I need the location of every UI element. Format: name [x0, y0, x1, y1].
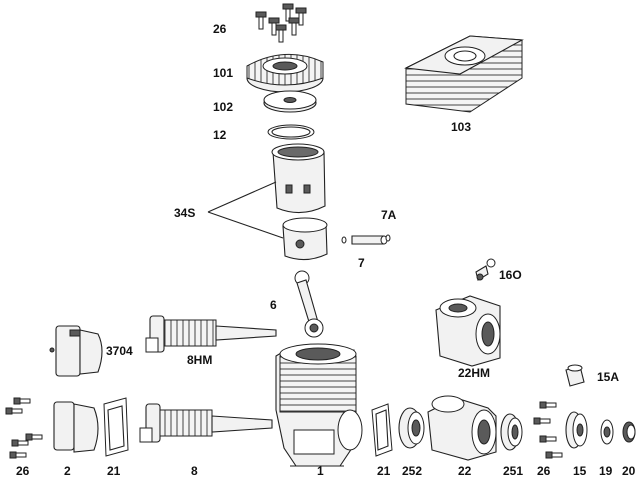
- washer-19: [600, 419, 614, 445]
- gasket-21-right: [371, 403, 393, 457]
- bearing-252: [398, 407, 425, 449]
- label-6: 6: [270, 298, 277, 312]
- label-20: 20: [622, 464, 636, 478]
- cylinder-head-101: [246, 53, 324, 93]
- housing-22hm: [435, 295, 501, 367]
- piston: [282, 217, 328, 261]
- label-15a: 15A: [597, 370, 620, 384]
- label-2: 2: [64, 464, 71, 478]
- crankcase-1: [275, 343, 363, 467]
- label-102: 102: [213, 100, 234, 114]
- label-252: 252: [402, 464, 423, 478]
- wrist-pin-7: [341, 234, 391, 245]
- label-16o: 16O: [499, 268, 522, 282]
- crankshaft-8: [139, 403, 273, 443]
- head-screws: [255, 3, 307, 43]
- head-insert-102: [263, 90, 317, 113]
- label-12: 12: [213, 128, 227, 142]
- bottom-screws-26-right: [533, 401, 563, 459]
- label-21-right: 21: [377, 464, 391, 478]
- fitting-16o: [475, 258, 496, 281]
- label-7a: 7A: [381, 208, 397, 222]
- bearing-251: [500, 413, 523, 451]
- label-34s: 34S: [174, 206, 196, 220]
- carb-body-3704: [49, 325, 103, 377]
- carb-body-2: [53, 401, 99, 453]
- label-22hm: 22HM: [458, 366, 491, 380]
- label-22: 22: [458, 464, 472, 478]
- cap-15a: [565, 364, 585, 387]
- label-8: 8: [191, 464, 198, 478]
- label-26-bottom: 26: [16, 464, 30, 478]
- gasket-21-left: [103, 397, 129, 457]
- housing-22: [427, 395, 497, 461]
- label-19: 19: [599, 464, 613, 478]
- nut-20: [622, 421, 636, 443]
- label-26-top: 26: [213, 22, 227, 36]
- crankshaft-8hm: [145, 315, 277, 353]
- label-251: 251: [503, 464, 524, 478]
- label-101: 101: [213, 66, 234, 80]
- connecting-rod-6: [294, 270, 324, 338]
- label-103: 103: [451, 120, 472, 134]
- drive-hub-15: [565, 411, 588, 449]
- label-1: 1: [317, 464, 324, 478]
- label-26-right: 26: [537, 464, 551, 478]
- label-15: 15: [573, 464, 587, 478]
- cylinder-sleeve-34s: [271, 143, 326, 214]
- finned-head-103: [404, 35, 524, 113]
- head-gasket-12: [267, 124, 315, 140]
- label-21-left: 21: [107, 464, 121, 478]
- label-7: 7: [358, 256, 365, 270]
- bottom-screws-26: [5, 397, 43, 459]
- label-8hm: 8HM: [187, 353, 213, 367]
- label-3704: 3704: [106, 344, 133, 358]
